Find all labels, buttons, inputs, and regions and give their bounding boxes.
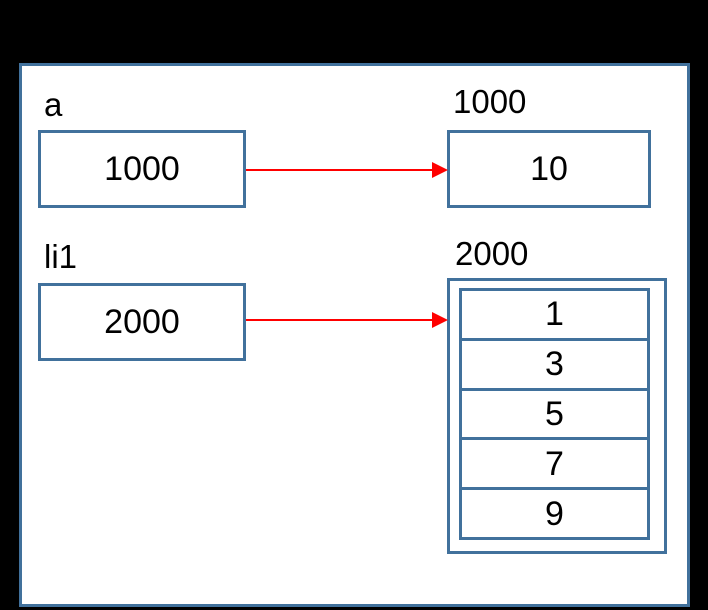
list-item[interactable]: 3: [462, 341, 647, 391]
list-item[interactable]: 9: [462, 490, 647, 537]
address-label-2000: 2000: [455, 235, 529, 272]
list-cell-stack: 1 3 5 7 9: [459, 288, 650, 540]
li1-pointer-box[interactable]: 2000: [38, 283, 246, 361]
a-pointer-box[interactable]: 1000: [38, 130, 246, 208]
variable-name-label-a: a: [44, 86, 63, 123]
address-1000-box[interactable]: 10: [447, 130, 651, 208]
list-item-value: 7: [545, 444, 564, 483]
arrow-head: [432, 312, 448, 328]
address-2000-list[interactable]: 1 3 5 7 9: [447, 278, 667, 554]
variable-name-label-li1: li1: [44, 238, 78, 275]
list-item-value: 9: [545, 494, 564, 533]
li1-pointer-value: 2000: [104, 303, 180, 341]
arrow-head: [432, 162, 448, 178]
arrow-a-to-1000: [246, 162, 448, 178]
slide-frame: a 1000 1000 10 li1 2000 2000 1 3: [19, 63, 690, 607]
address-label-1000: 1000: [453, 83, 527, 120]
list-item-value: 3: [545, 345, 564, 384]
list-item[interactable]: 5: [462, 391, 647, 441]
address-1000-value: 10: [530, 150, 568, 188]
list-item-value: 1: [545, 295, 564, 334]
arrow-li1-to-2000: [246, 312, 448, 328]
list-item[interactable]: 7: [462, 440, 647, 491]
list-item[interactable]: 1: [462, 291, 647, 341]
list-item-value: 5: [545, 394, 564, 433]
a-pointer-value: 1000: [104, 150, 180, 188]
